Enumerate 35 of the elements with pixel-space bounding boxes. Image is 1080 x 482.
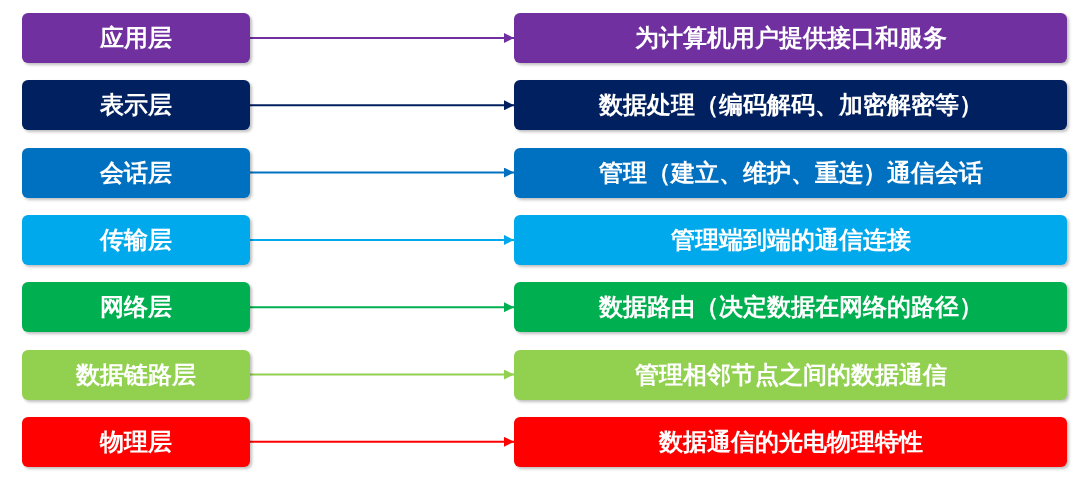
layer-box — [22, 214, 250, 265]
layer-name: 会话层 — [100, 157, 172, 189]
layer-box — [22, 282, 250, 333]
layer-box — [22, 147, 250, 198]
layer-box — [22, 349, 250, 400]
arrow — [249, 436, 515, 447]
description-box — [514, 416, 1067, 467]
arrow — [249, 302, 515, 313]
description-text: 管理端到端的通信连接 — [670, 224, 911, 256]
arrow — [249, 234, 515, 245]
arrow — [249, 167, 515, 178]
description-box — [514, 147, 1067, 198]
layer-name: 表示层 — [100, 90, 172, 122]
description-text: 为计算机用户提供接口和服务 — [634, 23, 947, 54]
description-box — [514, 282, 1067, 333]
description-box — [514, 349, 1067, 400]
description-box — [514, 13, 1067, 63]
layer-box — [22, 416, 250, 467]
description-box — [514, 80, 1067, 131]
description-text: 数据通信的光电物理特性 — [658, 426, 923, 458]
arrow — [249, 369, 515, 380]
layer-name: 应用层 — [100, 23, 172, 54]
description-text: 管理（建立、维护、重连）通信会话 — [598, 157, 983, 189]
description-text: 数据处理（编码解码、加密解密等） — [598, 90, 983, 122]
layer-name: 传输层 — [100, 224, 172, 256]
layer-box — [22, 80, 250, 131]
layer-box — [22, 13, 250, 63]
arrow — [249, 100, 515, 111]
layer-name: 网络层 — [100, 292, 172, 324]
description-text: 数据路由（决定数据在网络的路径） — [598, 292, 983, 324]
description-box — [514, 214, 1067, 265]
arrow — [249, 33, 515, 43]
layer-name: 数据链路层 — [76, 359, 196, 391]
description-text: 管理相邻节点之间的数据通信 — [634, 359, 947, 391]
layer-name: 物理层 — [100, 426, 172, 458]
